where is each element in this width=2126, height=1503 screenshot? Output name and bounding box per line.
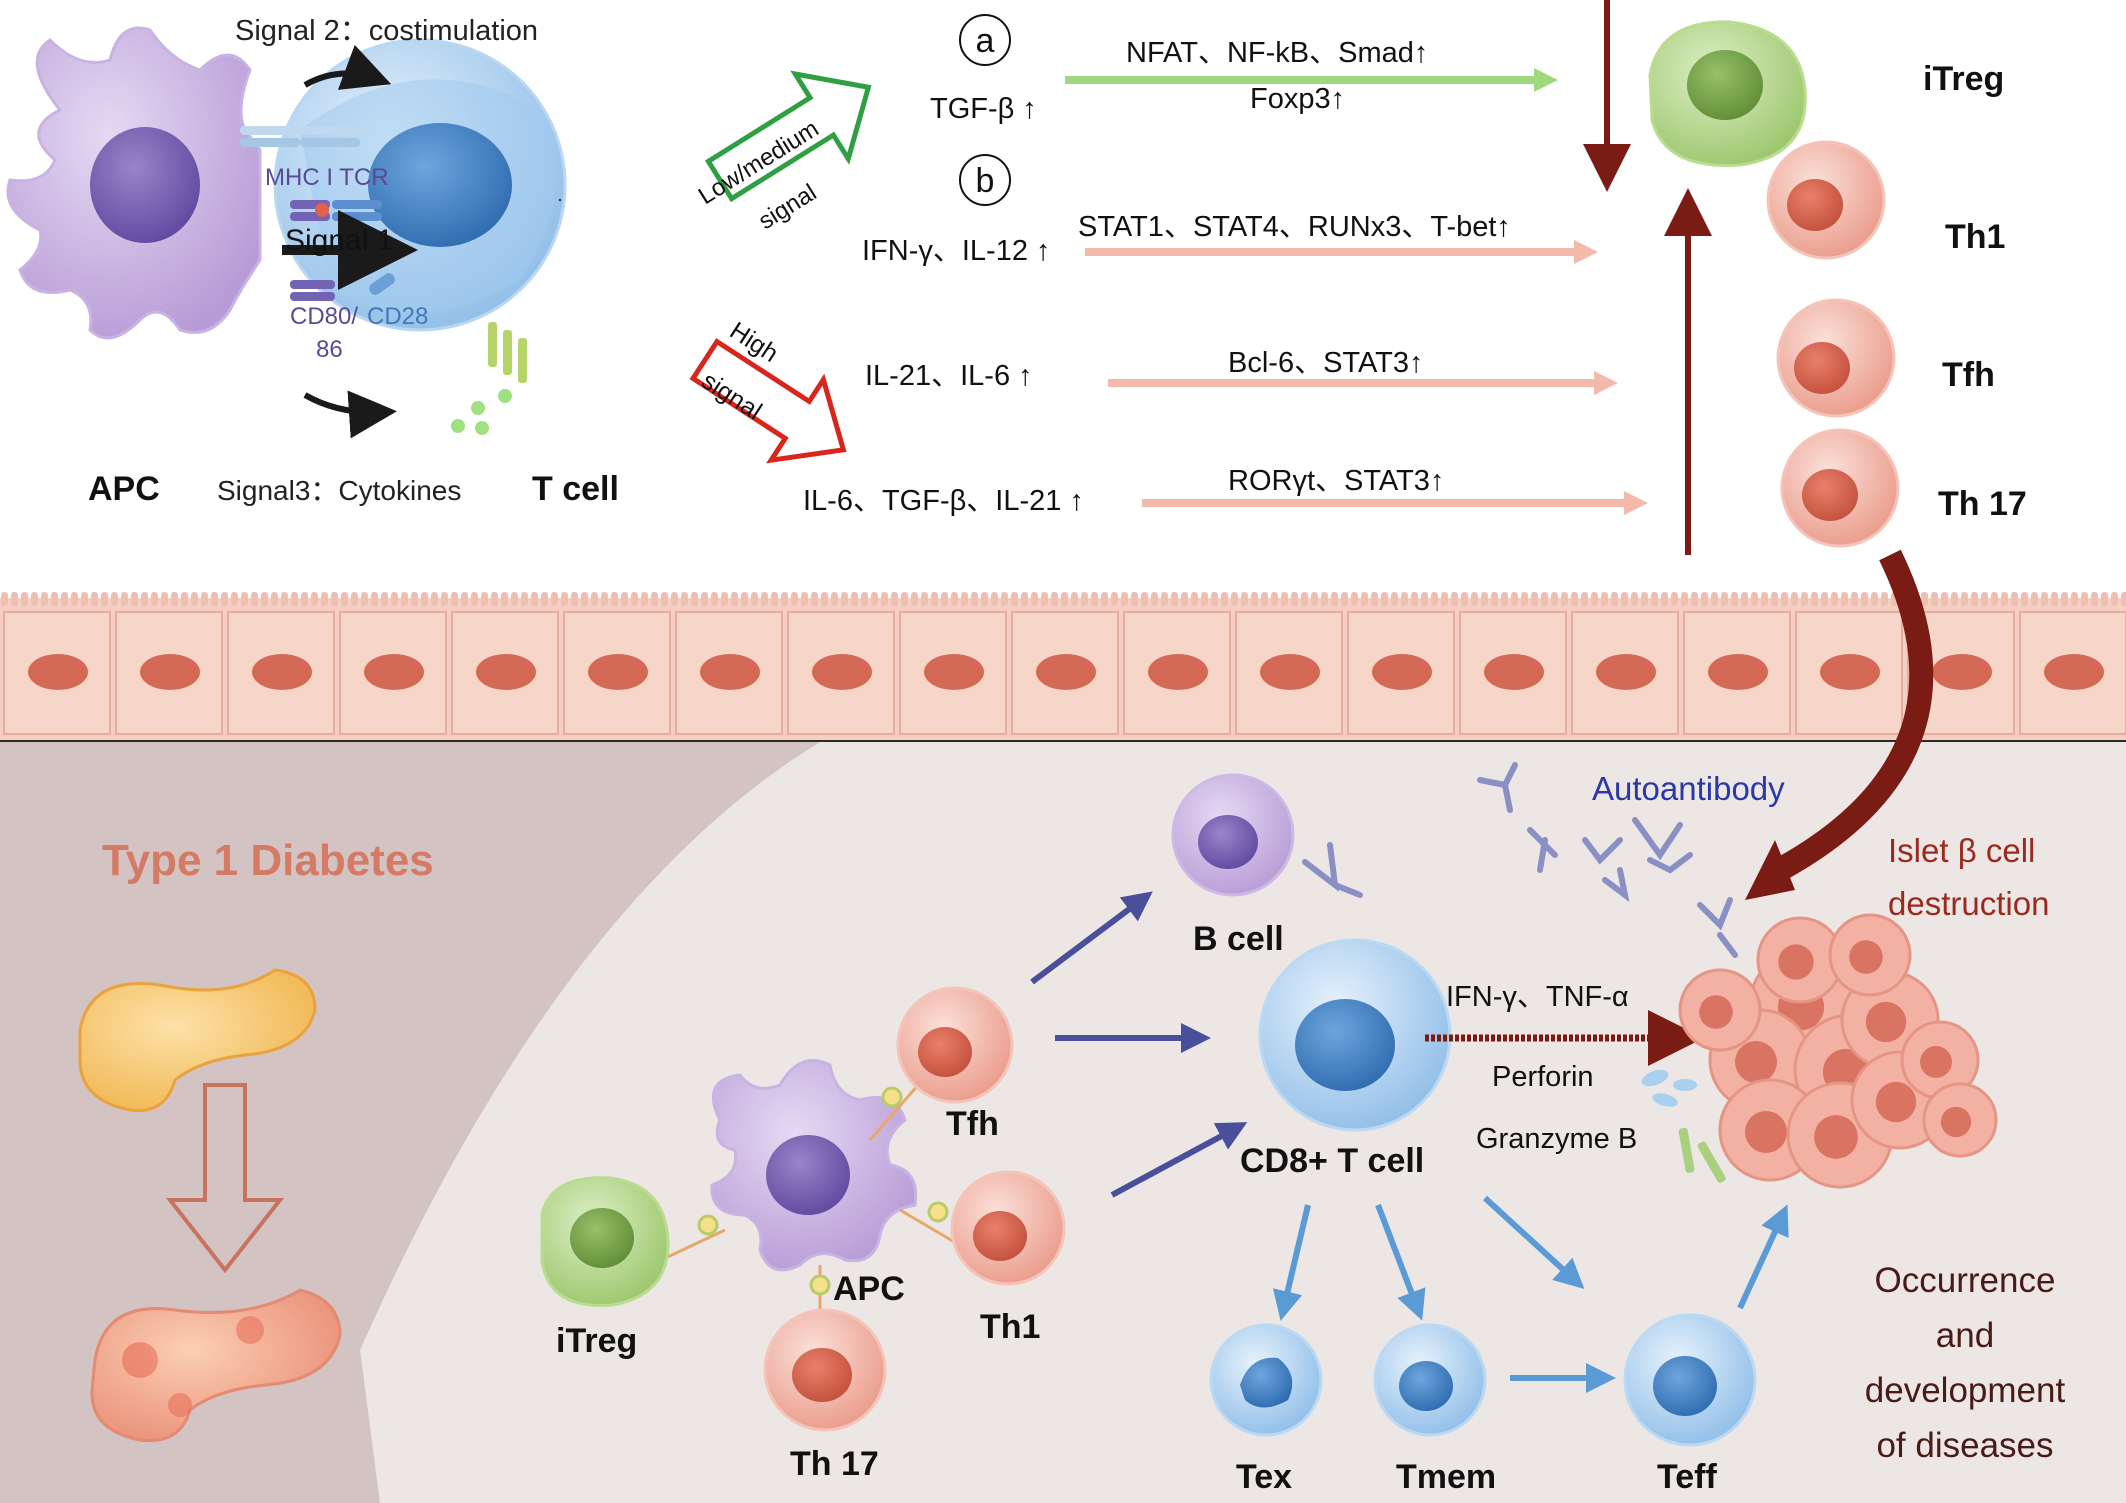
- itreg-label: iTreg: [1923, 60, 2004, 98]
- teff-cell: [1623, 1313, 1757, 1447]
- th17-to-islet-arrow: [1764, 549, 1934, 886]
- disease-title: Type 1 Diabetes: [102, 836, 434, 885]
- islet-cluster: [1678, 913, 1998, 1189]
- th1-bottom-label: Th1: [980, 1308, 1040, 1346]
- itreg-bottom-label: iTreg: [556, 1322, 637, 1360]
- outcome-line-3: development: [1865, 1371, 2066, 1410]
- th17-bottom-label: Th 17: [790, 1445, 879, 1483]
- path-a-input: TGF-β ↑: [930, 93, 1037, 125]
- signal3-arrow: [303, 390, 397, 439]
- signal3-label: Signal3：Cytokines: [217, 475, 461, 506]
- th1-cell: [1766, 140, 1886, 260]
- tfh-label: Tfh: [1942, 356, 1995, 394]
- tmem-label: Tmem: [1396, 1458, 1496, 1496]
- circle-b: [959, 154, 1011, 206]
- bottom-section: Type 1 Diabetes APC: [0, 549, 2126, 1503]
- th1-label: Th1: [1945, 218, 2005, 256]
- tfh-cell-bottom: [896, 986, 1014, 1104]
- signal1-label: Signal 1: [285, 224, 393, 257]
- low-medium-signal-arrow: [704, 70, 872, 203]
- cytokine-icon: [471, 401, 485, 415]
- bcell-label: B cell: [1193, 920, 1284, 958]
- tmem-cell: [1373, 1323, 1487, 1437]
- signal2-label: Signal 2：costimulation: [235, 15, 538, 47]
- cd8-to-teff-arrow: [1482, 1195, 1585, 1290]
- apc-label: APC: [88, 470, 160, 508]
- tfh-to-bcell-arrow: [1030, 891, 1153, 985]
- cd8-t-cell: [1258, 938, 1452, 1132]
- path-a-factors1: NFAT、NF-kB、Smad↑: [1126, 37, 1428, 69]
- outcome-line-2: and: [1936, 1316, 1994, 1355]
- epithelial-cell: [563, 611, 671, 735]
- tfh-cell: [1776, 298, 1896, 418]
- granule-icon: [1641, 1069, 1726, 1183]
- path-a-factors2: Foxp3↑: [1250, 83, 1345, 115]
- signal2-arrow: [303, 44, 392, 90]
- teff-label: Teff: [1657, 1458, 1717, 1496]
- autoantibody-label: Autoantibody: [1592, 770, 1785, 807]
- circle-a: [959, 14, 1011, 66]
- cd28-label: CD28: [367, 303, 428, 330]
- apc-bottom-label: APC: [833, 1270, 905, 1308]
- teff-to-islet-arrow: [1737, 1204, 1789, 1310]
- receptor-icon: [488, 322, 497, 367]
- cd8-label: CD8+ T cell: [1240, 1142, 1424, 1180]
- high-signal-arrow: [689, 338, 847, 464]
- top-section: Signal 2：costimulation MHC I TCR Signal …: [6, 0, 2027, 555]
- cd8-to-tex-arrow: [1272, 1204, 1311, 1321]
- cd80-label: CD80/: [290, 303, 358, 330]
- ifn-tnf-label: IFN-γ、TNF-α: [1446, 981, 1629, 1013]
- th1-to-cd8-arrow: [1110, 1122, 1248, 1198]
- epithelial-cell: [1795, 611, 1903, 735]
- epithelium-band: [0, 592, 2126, 740]
- granzyme-label: Granzyme B: [1476, 1123, 1637, 1155]
- islet-label-2: destruction: [1888, 885, 2049, 922]
- mhc-tcr-label: MHC I TCR: [265, 164, 389, 191]
- path-d-factors: RORγt、STAT3↑: [1228, 465, 1444, 497]
- synapse-icon: [697, 1086, 949, 1296]
- epithelial-cell: [1347, 611, 1455, 735]
- itreg-cell: [1648, 20, 1807, 167]
- path-c-input: IL-21、IL-6 ↑: [865, 360, 1033, 392]
- diseased-pancreas-icon: [90, 1288, 342, 1443]
- itreg-cell-bottom: [540, 1176, 670, 1307]
- low-signal-label: signal: [754, 179, 821, 235]
- th17-cell: [1780, 428, 1900, 548]
- progression-arrow: [165, 1083, 285, 1274]
- path-b-factors: STAT1、STAT4、RUNx3、T-bet↑: [1078, 211, 1511, 243]
- cd86-label: 86: [316, 336, 343, 363]
- tcell-label: T cell: [532, 470, 619, 508]
- path-d-input: IL-6、TGF-β、IL-21 ↑: [803, 485, 1084, 517]
- outcome-line-1: Occurrence: [1875, 1261, 2056, 1300]
- tex-label: Tex: [1236, 1458, 1292, 1496]
- perforin-label: Perforin: [1492, 1061, 1594, 1093]
- islet-label-1: Islet β cell: [1888, 832, 2035, 869]
- cd8-to-tmem-arrow: [1375, 1203, 1426, 1321]
- apc-cell: [6, 26, 262, 340]
- circle-a-label: a: [976, 22, 995, 60]
- b-cell: [1171, 773, 1295, 897]
- circle-b-label: b: [976, 162, 995, 200]
- outcome-line-4: of diseases: [1876, 1426, 2053, 1465]
- th17-cell-bottom: [763, 1308, 887, 1432]
- antibody-icon: [1302, 762, 1738, 958]
- tex-cell: [1209, 1323, 1323, 1437]
- apc-cell-bottom: [710, 1059, 918, 1272]
- th1-cell-bottom: [950, 1170, 1066, 1286]
- healthy-pancreas-icon: [78, 968, 317, 1113]
- path-b-input: IFN-γ、IL-12 ↑: [862, 235, 1051, 267]
- th17-label: Th 17: [1938, 485, 2027, 523]
- tfh-bottom-label: Tfh: [946, 1105, 999, 1143]
- epithelial-cell: [899, 611, 1007, 735]
- path-c-factors: Bcl-6、STAT3↑: [1228, 347, 1424, 379]
